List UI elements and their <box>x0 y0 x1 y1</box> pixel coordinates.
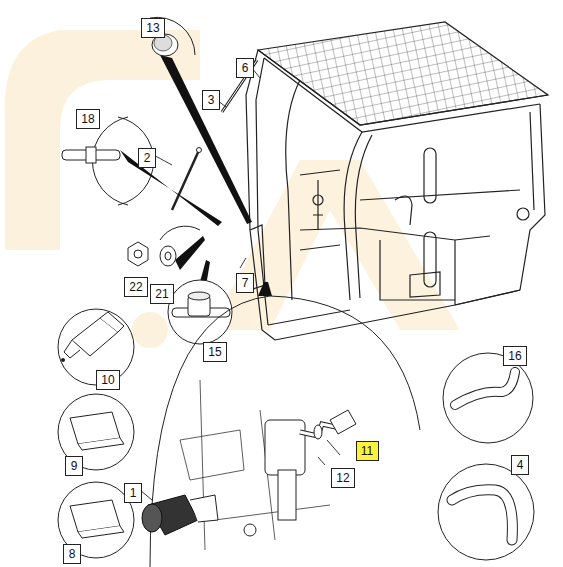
callout-number: 6 <box>242 61 249 75</box>
callout-box: 7 <box>236 273 254 293</box>
cab-frame <box>246 22 548 340</box>
callout-box: 4 <box>511 455 529 475</box>
callout-box: 22 <box>124 277 148 297</box>
callout-box: 11 <box>356 441 379 461</box>
callout-number: 9 <box>71 459 78 473</box>
hose-detail <box>438 464 534 560</box>
callout-box: 10 <box>96 370 120 390</box>
tee-connector <box>168 280 232 344</box>
leader-wedge <box>120 55 272 304</box>
callout-box: 1 <box>124 483 142 503</box>
callout-box: 8 <box>63 544 81 564</box>
callout-number: 2 <box>144 151 151 165</box>
callout-box: 13 <box>141 18 165 38</box>
callout-box: 3 <box>202 90 220 110</box>
callout-number: 7 <box>242 276 249 290</box>
callout-box: 18 <box>76 109 100 129</box>
callout-number: 11 <box>361 444 373 458</box>
callout-number: 10 <box>101 373 114 387</box>
callout-number: 13 <box>146 21 159 35</box>
callout-box: 15 <box>203 342 227 362</box>
leader-line <box>140 63 340 500</box>
callout-number: 1 <box>130 486 137 500</box>
callout-number: 8 <box>69 547 76 561</box>
callout-number: 16 <box>508 349 521 363</box>
callout-number: 22 <box>129 280 142 294</box>
callout-box: 6 <box>236 58 254 78</box>
callout-number: 12 <box>336 471 349 485</box>
callout-number: 4 <box>517 458 524 472</box>
callout-box: 12 <box>331 468 355 488</box>
callout-number: 3 <box>208 93 215 107</box>
callout-box: 16 <box>503 346 527 366</box>
nut-washer <box>128 226 200 266</box>
callout-box: 21 <box>150 284 174 304</box>
callout-number: 21 <box>155 287 168 301</box>
callout-number: 15 <box>208 345 221 359</box>
wiper-parts <box>172 60 257 210</box>
callout-box: 9 <box>65 456 83 476</box>
washer-pump-detail <box>142 296 420 567</box>
hose-detail <box>443 353 533 443</box>
callout-box: 2 <box>138 148 156 168</box>
callout-number: 18 <box>81 112 94 126</box>
